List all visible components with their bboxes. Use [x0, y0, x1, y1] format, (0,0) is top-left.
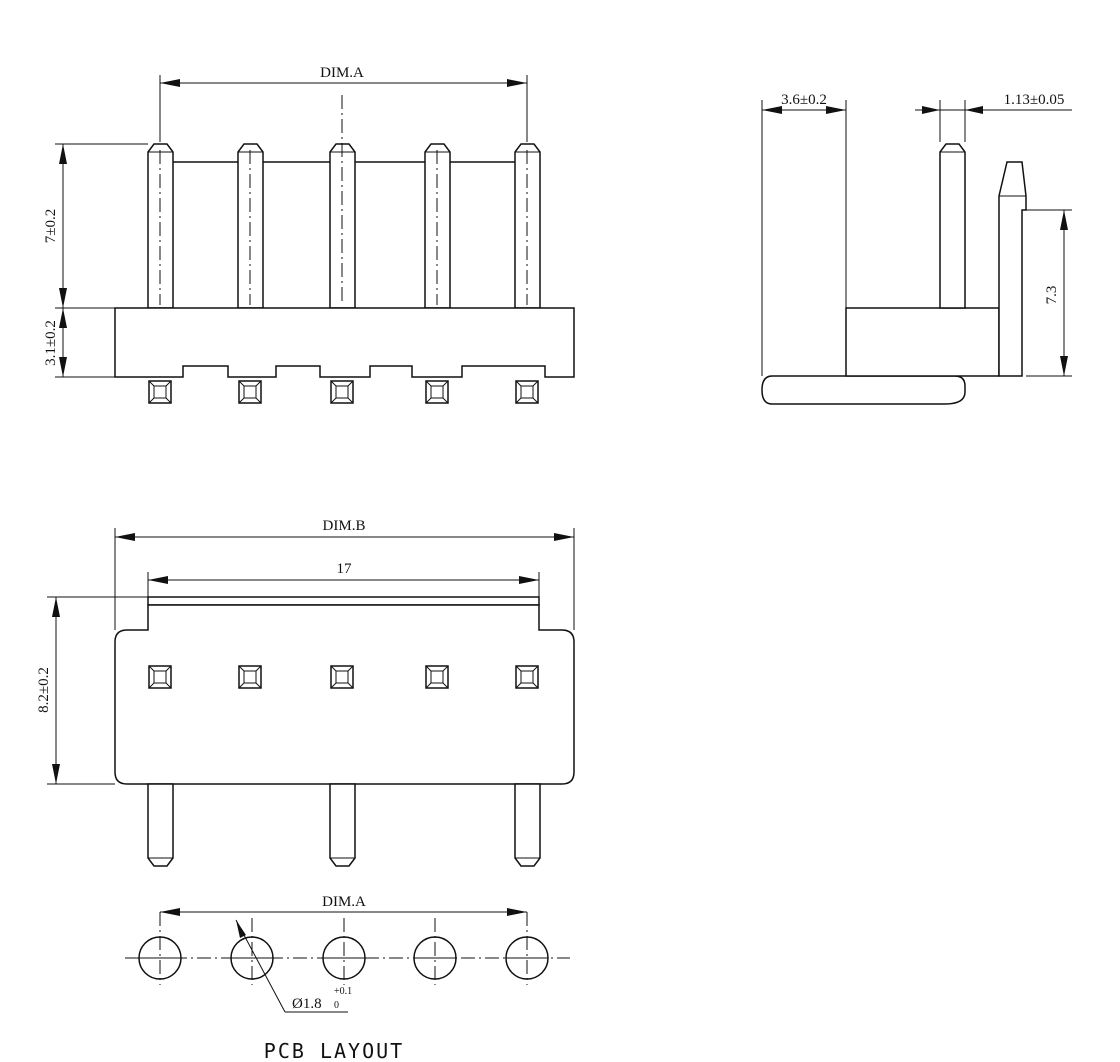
pcb-hole-tol-lower: 0 — [334, 1000, 339, 1011]
bottom-square-pad — [515, 665, 539, 689]
front-square-pad — [238, 380, 262, 404]
side-pin-width-label: 1.13±0.05 — [1004, 92, 1065, 108]
pcb-layout-caption: PCB LAYOUT — [264, 1039, 404, 1062]
side-offset-label: 3.6±0.2 — [781, 92, 827, 108]
pcb-hole — [413, 918, 457, 985]
pcb-hole — [322, 918, 366, 985]
bottom-square-pad — [425, 665, 449, 689]
side-height-label: 7.3 — [1044, 286, 1060, 305]
bottom-square-pad — [330, 665, 354, 689]
bottom-dim-b-label: DIM.B — [323, 518, 366, 534]
side-housing-block — [845, 307, 1000, 377]
pcb-dim-a-label: DIM.A — [322, 894, 366, 910]
pcb-hole — [138, 912, 182, 985]
bottom-view: DIM.B 17 8.2±0.2 — [36, 518, 575, 867]
bottom-square-pad — [238, 665, 262, 689]
front-square-pad — [515, 380, 539, 404]
pcb-hole-label: Ø1.8 — [292, 996, 322, 1012]
front-pins — [147, 143, 541, 309]
bottom-square-pad — [148, 665, 172, 689]
bottom-pin — [514, 783, 541, 867]
pcb-hole — [230, 918, 274, 985]
front-base-label: 3.1±0.2 — [43, 320, 59, 366]
front-square-pad — [148, 380, 172, 404]
bottom-pin — [329, 783, 356, 867]
side-latch — [998, 161, 1027, 377]
pcb-hole — [505, 912, 549, 985]
bottom-top-rail — [147, 596, 540, 606]
front-housing-base — [114, 307, 575, 378]
front-square-pad — [425, 380, 449, 404]
side-bottom-leg — [761, 375, 966, 405]
front-height-label: 7±0.2 — [43, 209, 59, 243]
bottom-span-label: 17 — [337, 561, 353, 577]
pcb-layout: DIM.A Ø1.8 +0.1 0 PCB LAYOUT — [125, 894, 570, 1062]
front-dim-a-label: DIM.A — [320, 65, 364, 81]
front-square-pad — [330, 380, 354, 404]
side-view: 3.6±0.2 1.13±0.05 7.3 — [761, 92, 1072, 405]
side-vertical-pin — [939, 143, 966, 309]
pcb-hole-tol-upper: +0.1 — [334, 986, 352, 997]
bottom-depth-label: 8.2±0.2 — [36, 667, 52, 713]
bottom-pin — [147, 783, 174, 867]
bottom-housing-body — [114, 604, 575, 785]
front-view: DIM.A 7±0.2 3.1±0.2 — [43, 65, 575, 404]
